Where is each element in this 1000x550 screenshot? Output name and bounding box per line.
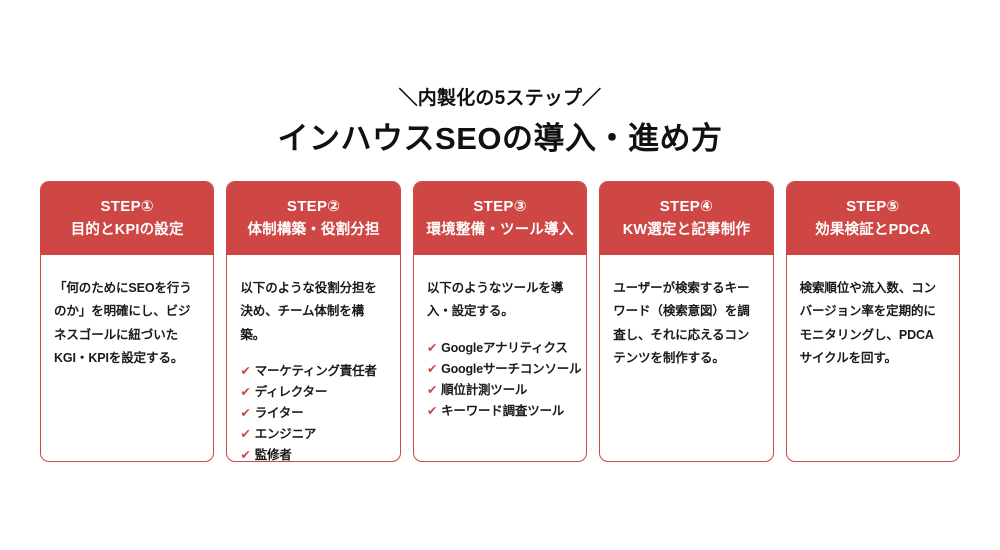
list-item: ✔ キーワード調査ツール	[427, 401, 573, 422]
check-icon: ✔	[240, 426, 251, 441]
list-item: ✔ マーケティング責任者	[240, 361, 386, 382]
list-item-label: Googleアナリティクス	[441, 340, 568, 355]
step-card-2-subtitle: 体制構築・役割分担	[247, 222, 380, 239]
step-card-1-description: 「何のためにSEOを行うのか」を明確にし、ビジネスゴールに紐づいたKGI・KPI…	[54, 281, 192, 365]
list-item-label: ディレクター	[254, 384, 328, 399]
list-item-label: エンジニア	[254, 426, 317, 441]
check-icon: ✔	[240, 384, 251, 399]
page-title: インハウスSEOの導入・進め方	[277, 120, 723, 156]
step-card-2-body: 以下のような役割分担を決め、チーム体制を構築。 ✔ マーケティング責任者 ✔ デ…	[227, 255, 399, 462]
list-item-label: キーワード調査ツール	[441, 403, 565, 418]
step-card-5-step-label: STEP⑤	[846, 198, 900, 215]
step-card-2-description: 以下のような役割分担を決め、チーム体制を構築。	[240, 281, 377, 342]
step-card-5-body: 検索順位や流入数、コンバージョン率を定期的にモニタリングし、PDCAサイクルを回…	[787, 255, 959, 461]
step-card-2-list: ✔ マーケティング責任者 ✔ ディレクター ✔ ライター ✔ エンジニア	[240, 361, 386, 462]
step-card-2: STEP② 体制構築・役割分担 以下のような役割分担を決め、チーム体制を構築。 …	[226, 181, 401, 462]
step-card-5-subtitle: 効果検証とPDCA	[815, 222, 931, 239]
step-card-4-subtitle: KW選定と記事制作	[622, 222, 751, 239]
eyebrow-text: ＼内製化の5ステップ／	[398, 88, 602, 109]
step-card-3: STEP③ 環境整備・ツール導入 以下のようなツールを導入・設定する。 ✔ Go…	[412, 181, 588, 462]
step-card-1-step-label: STEP①	[100, 198, 154, 215]
list-item: ✔ ライター	[240, 403, 386, 424]
list-item: ✔ Googleアナリティクス	[427, 338, 573, 359]
check-icon: ✔	[240, 447, 251, 462]
list-item-label: 順位計測ツール	[441, 382, 528, 397]
list-item: ✔ Googleサーチコンソール	[426, 359, 582, 380]
step-card-4-header: STEP④ KW選定と記事制作	[600, 182, 773, 256]
step-card-5-description: 検索順位や流入数、コンバージョン率を定期的にモニタリングし、PDCAサイクルを回…	[799, 281, 937, 365]
check-icon: ✔	[426, 340, 438, 355]
step-cards-row: STEP① 目的とKPIの設定 「何のためにSEOを行うのか」を明確にし、ビジネ…	[40, 181, 961, 462]
step-card-4-body: ユーザーが検索するキーワード（検索意図）を調査し、それに応えるコンテンツを制作す…	[600, 255, 772, 461]
list-item: ✔ エンジニア	[240, 424, 386, 445]
step-card-1: STEP① 目的とKPIの設定 「何のためにSEOを行うのか」を明確にし、ビジネ…	[40, 181, 215, 462]
step-card-4-step-label: STEP④	[659, 198, 714, 215]
step-card-1-subtitle: 目的とKPIの設定	[70, 222, 184, 239]
step-card-3-description: 以下のようなツールを導入・設定する。	[426, 281, 564, 319]
list-item: ✔ 監修者	[240, 445, 386, 462]
step-card-3-subtitle: 環境整備・ツール導入	[426, 222, 574, 239]
check-icon: ✔	[426, 382, 438, 397]
list-item-label: Googleサーチコンソール	[441, 361, 582, 376]
step-card-1-header: STEP① 目的とKPIの設定	[41, 182, 214, 256]
step-card-2-header: STEP② 体制構築・役割分担	[227, 182, 400, 256]
step-card-2-step-label: STEP②	[286, 198, 341, 215]
list-item-label: 監修者	[254, 447, 292, 462]
list-item-label: ライター	[254, 405, 304, 420]
check-icon: ✔	[426, 403, 438, 418]
step-card-4-description: ユーザーが検索するキーワード（検索意図）を調査し、それに応えるコンテンツを制作す…	[613, 281, 750, 365]
title-block: ＼内製化の5ステップ／ インハウスSEOの導入・進め方	[0, 86, 1000, 159]
check-icon: ✔	[240, 363, 251, 378]
step-card-4: STEP④ KW選定と記事制作 ユーザーが検索するキーワード（検索意図）を調査し…	[599, 181, 774, 462]
check-icon: ✔	[240, 405, 251, 420]
list-item-label: マーケティング責任者	[254, 363, 377, 378]
step-card-3-step-label: STEP③	[473, 198, 527, 215]
step-card-1-body: 「何のためにSEOを行うのか」を明確にし、ビジネスゴールに紐づいたKGI・KPI…	[41, 255, 213, 461]
list-item: ✔ 順位計測ツール	[427, 380, 573, 401]
step-card-5-header: STEP⑤ 効果検証とPDCA	[786, 182, 960, 256]
step-card-3-header: STEP③ 環境整備・ツール導入	[413, 182, 587, 256]
step-card-3-body: 以下のようなツールを導入・設定する。 ✔ Googleアナリティクス ✔ Goo…	[414, 255, 586, 461]
step-card-3-list: ✔ Googleアナリティクス ✔ Googleサーチコンソール ✔ 順位計測ツ…	[426, 338, 582, 422]
step-card-5: STEP⑤ 効果検証とPDCA 検索順位や流入数、コンバージョン率を定期的にモニ…	[785, 181, 961, 462]
list-item: ✔ ディレクター	[240, 382, 386, 403]
check-icon: ✔	[426, 361, 438, 376]
